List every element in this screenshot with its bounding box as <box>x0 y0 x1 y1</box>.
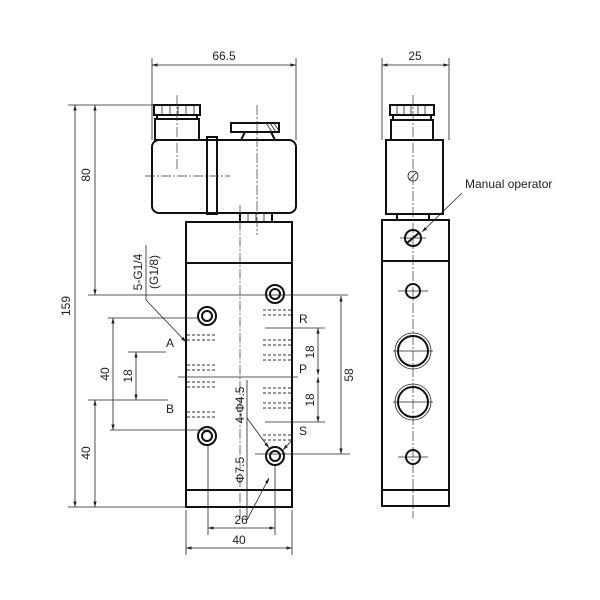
dim-lower-pitch: 18 <box>303 393 317 407</box>
manual-operator-label: Manual operator <box>465 177 552 191</box>
dim-coil-height: 80 <box>79 168 93 182</box>
dim-bottom-pitch: 40 <box>79 446 93 460</box>
mount-holes-callout: 4-Φ4.5 <box>233 386 247 423</box>
valve-body <box>185 221 293 508</box>
counterbore-callout: Φ7.5 <box>233 457 247 484</box>
side-view: 25 Manual operator <box>381 49 552 518</box>
manual-knob <box>230 122 280 141</box>
side-body <box>381 219 450 507</box>
port-r-label: R <box>299 312 308 326</box>
dim-hole-spacing: 26 <box>234 513 248 527</box>
solenoid-coil <box>151 139 297 214</box>
port-p-label: P <box>299 362 307 376</box>
front-view: 66.5 159 80 40 40 18 58 18 18 26 40 5-G1… <box>59 49 356 555</box>
dim-side-width: 25 <box>408 49 422 63</box>
dim-left-spacing: 40 <box>98 367 112 381</box>
mounting-holes <box>197 284 285 466</box>
coil-band <box>206 136 218 215</box>
dim-upper-pitch: 18 <box>303 345 317 359</box>
port-thread-alt-callout: (G1/8) <box>147 255 161 289</box>
dim-overall-width: 66.5 <box>212 49 236 63</box>
dim-mount-span: 58 <box>342 368 356 382</box>
port-s-label: S <box>299 424 307 438</box>
side-coil <box>385 139 444 215</box>
dim-overall-height: 159 <box>59 296 73 316</box>
port-a-label: A <box>166 336 174 350</box>
dim-center-spacing: 18 <box>121 369 135 383</box>
dim-body-width: 40 <box>232 533 246 547</box>
port-thread-callout: 5-G1/4 <box>131 253 145 290</box>
port-b-label: B <box>166 402 174 416</box>
